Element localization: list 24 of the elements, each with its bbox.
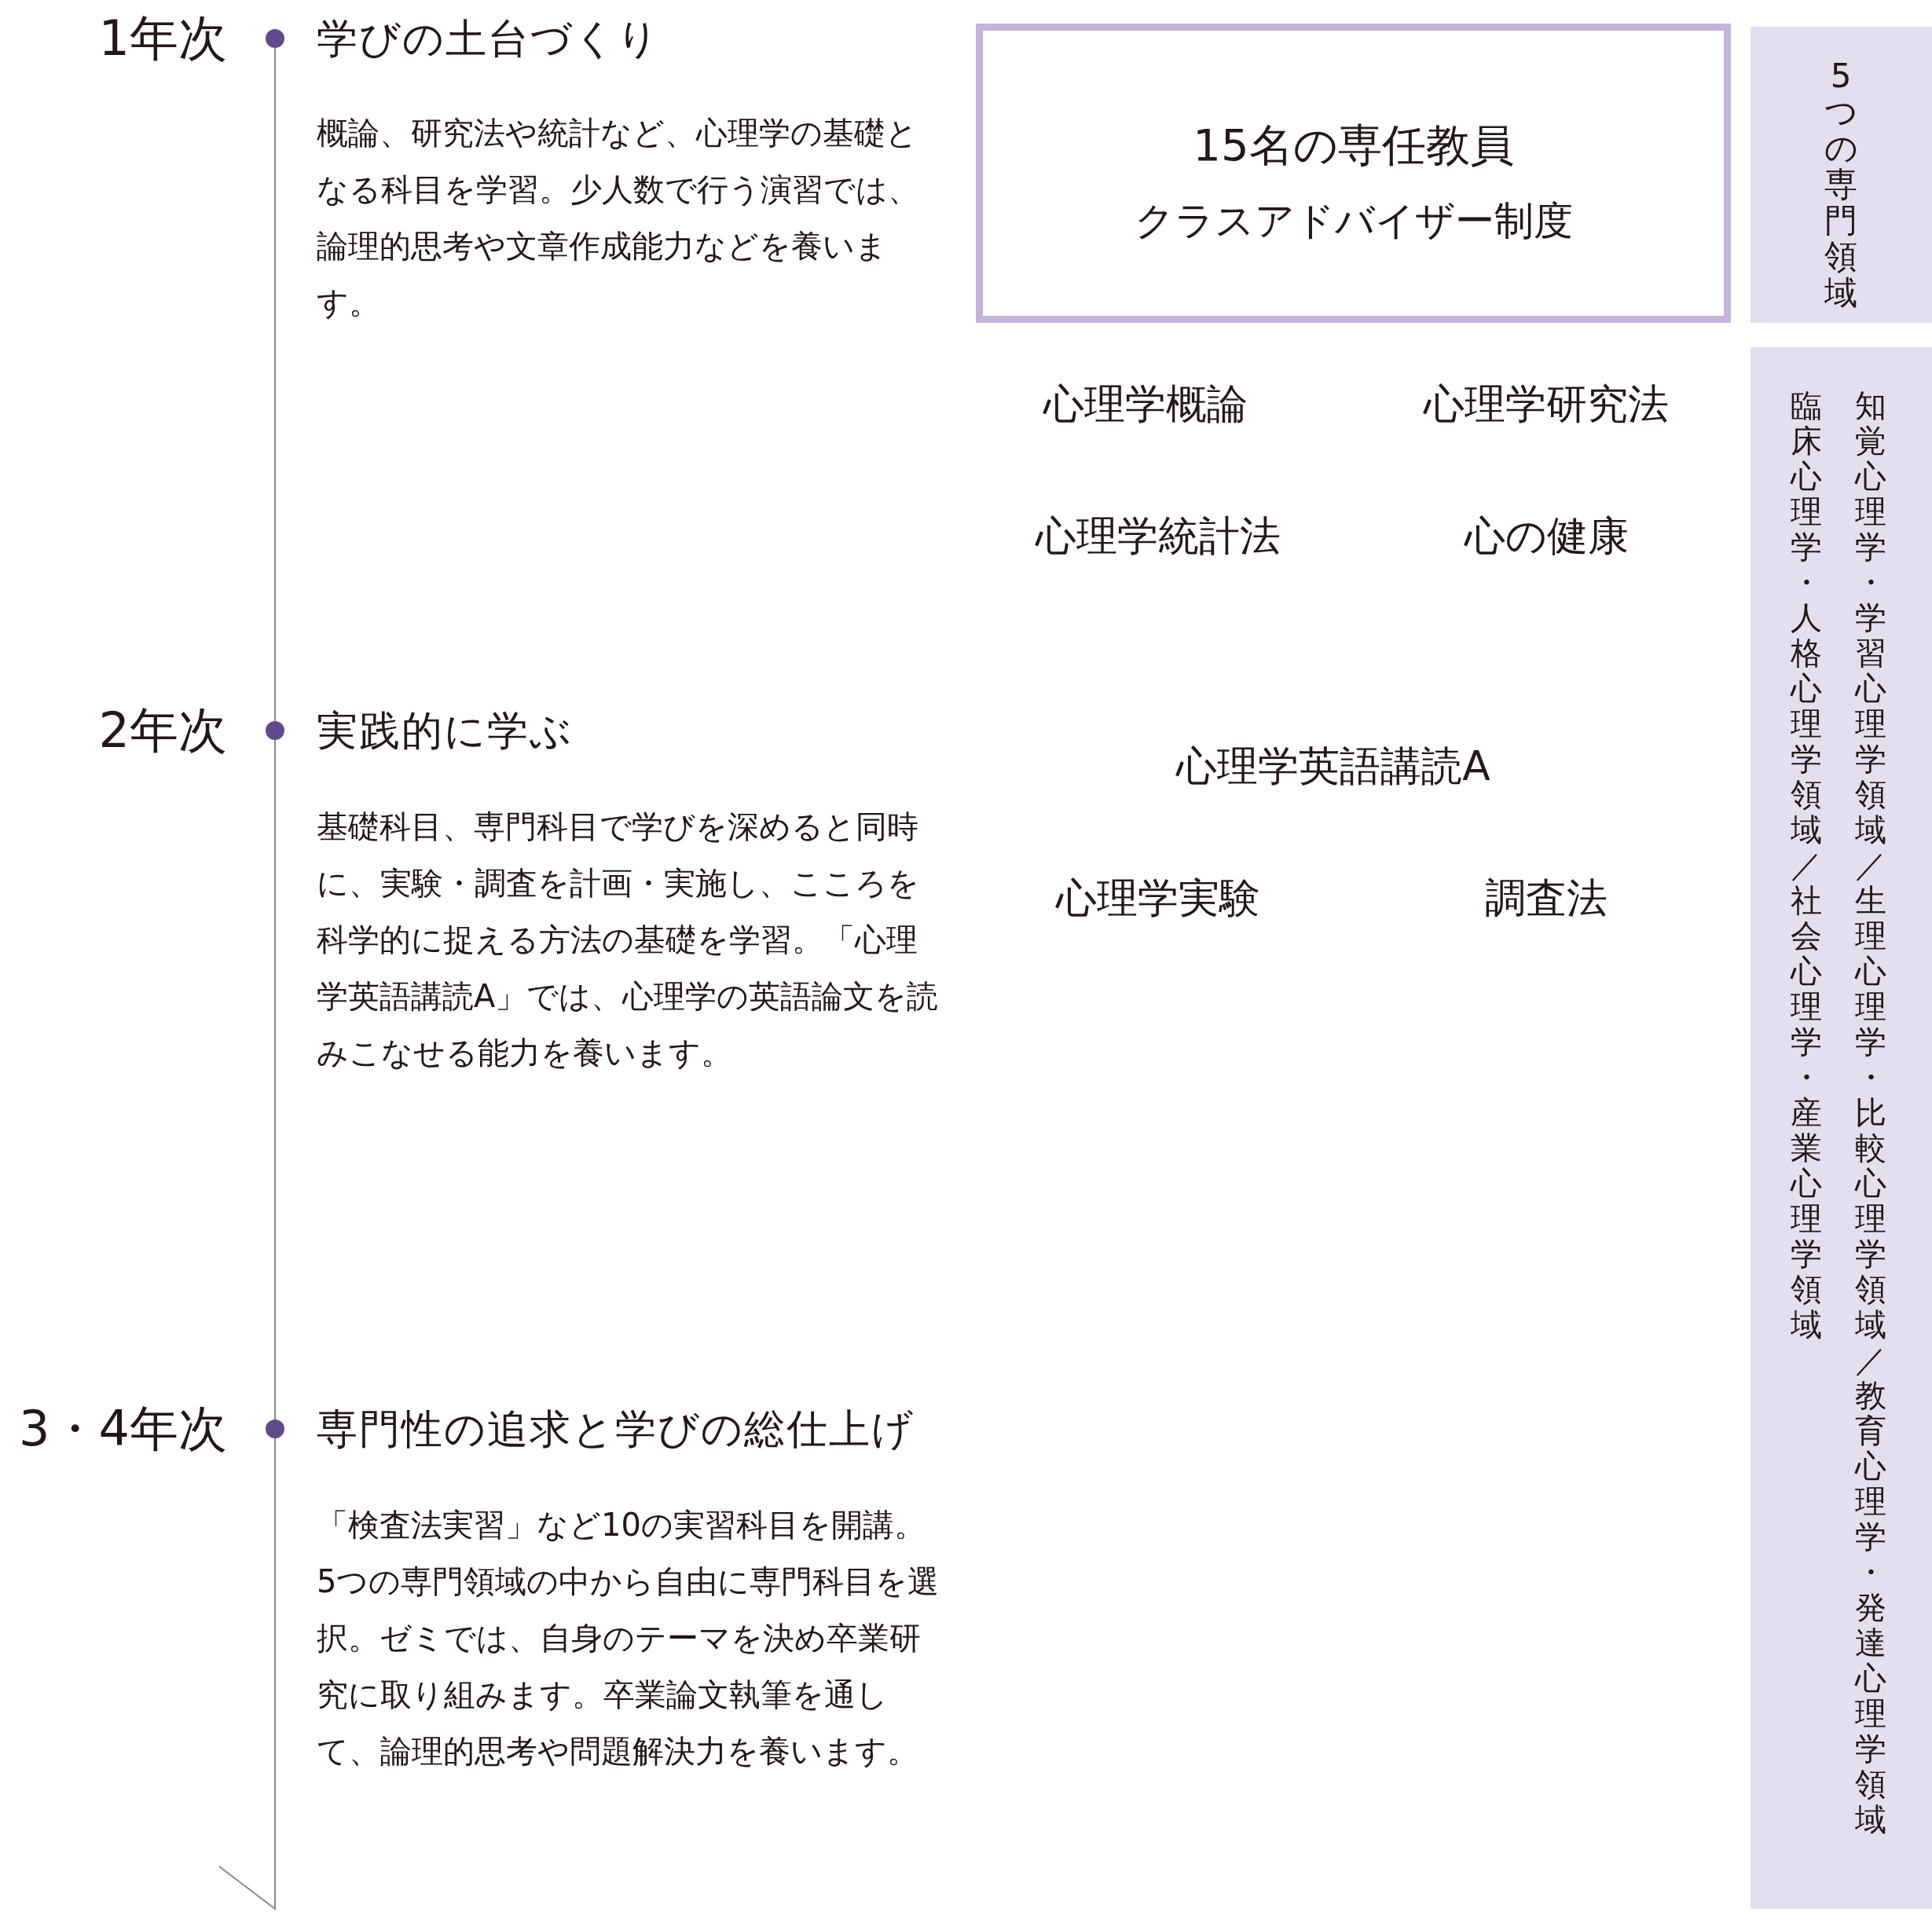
stage-heading: 実践的に学ぶ [317, 706, 573, 756]
domain-list: 臨床心理学・人格心理学領域／社会心理学・産業心理学領域 [1788, 388, 1824, 1342]
stage-description: 概論、研究法や統計など、心理学の基礎となる科目を学習。少人数で行う演習では、論理的思考や文章作成能力などを養います。 [317, 114, 920, 322]
course-name: 心理学概論 [1042, 379, 1248, 429]
year-label: 2年次 [98, 701, 227, 760]
year-label: 1年次 [98, 9, 227, 68]
domain-list: 知覚心理学・学習心理学領域／生理心理学・比較心理学領域／教育心理学・発達心理学領域 [1853, 388, 1889, 1837]
box-title: 15名の専任教員 [1192, 119, 1515, 172]
year-label: 3・4年次 [19, 1399, 227, 1459]
course-name: 調査法 [1484, 874, 1608, 923]
domain-list-band [1751, 347, 1932, 1909]
course-name: 心理学研究法 [1422, 379, 1670, 429]
course-name: 心の健康 [1463, 511, 1630, 561]
stage-heading: 学びの土台づくり [317, 14, 660, 64]
info-box [976, 24, 1731, 323]
course-name: 心理学実験 [1054, 874, 1261, 923]
stage-heading: 専門性の追求と学びの総仕上げ [317, 1405, 915, 1454]
box-subtitle: クラスアドバイザー制度 [1133, 197, 1574, 244]
domain-heading-band [1751, 27, 1932, 323]
domain-heading: 5つの専門領域 [1823, 58, 1859, 311]
course-name: 心理学英語講読A [1175, 742, 1491, 791]
stage-description: 基礎科目、専門科目で学びを深めると同時に、実験・調査を計画・実施し、こころを科学的に捉える方法の基礎を学習。「心理学英語講読A」では、心理学の英語論文を読みこなせる能力を養います。 [317, 808, 940, 1072]
course-name: 心理学統計法 [1034, 511, 1281, 561]
stage-description: 「検査法実習」など10の実習科目を開講。5つの専門領域の中から自由に専門科目を選択。ゼミでは、自身のテーマを決め卒業研究に取り組みます。卒業論文執筆を通して、論理的思考や問題解決力を養います。 [317, 1506, 940, 1771]
